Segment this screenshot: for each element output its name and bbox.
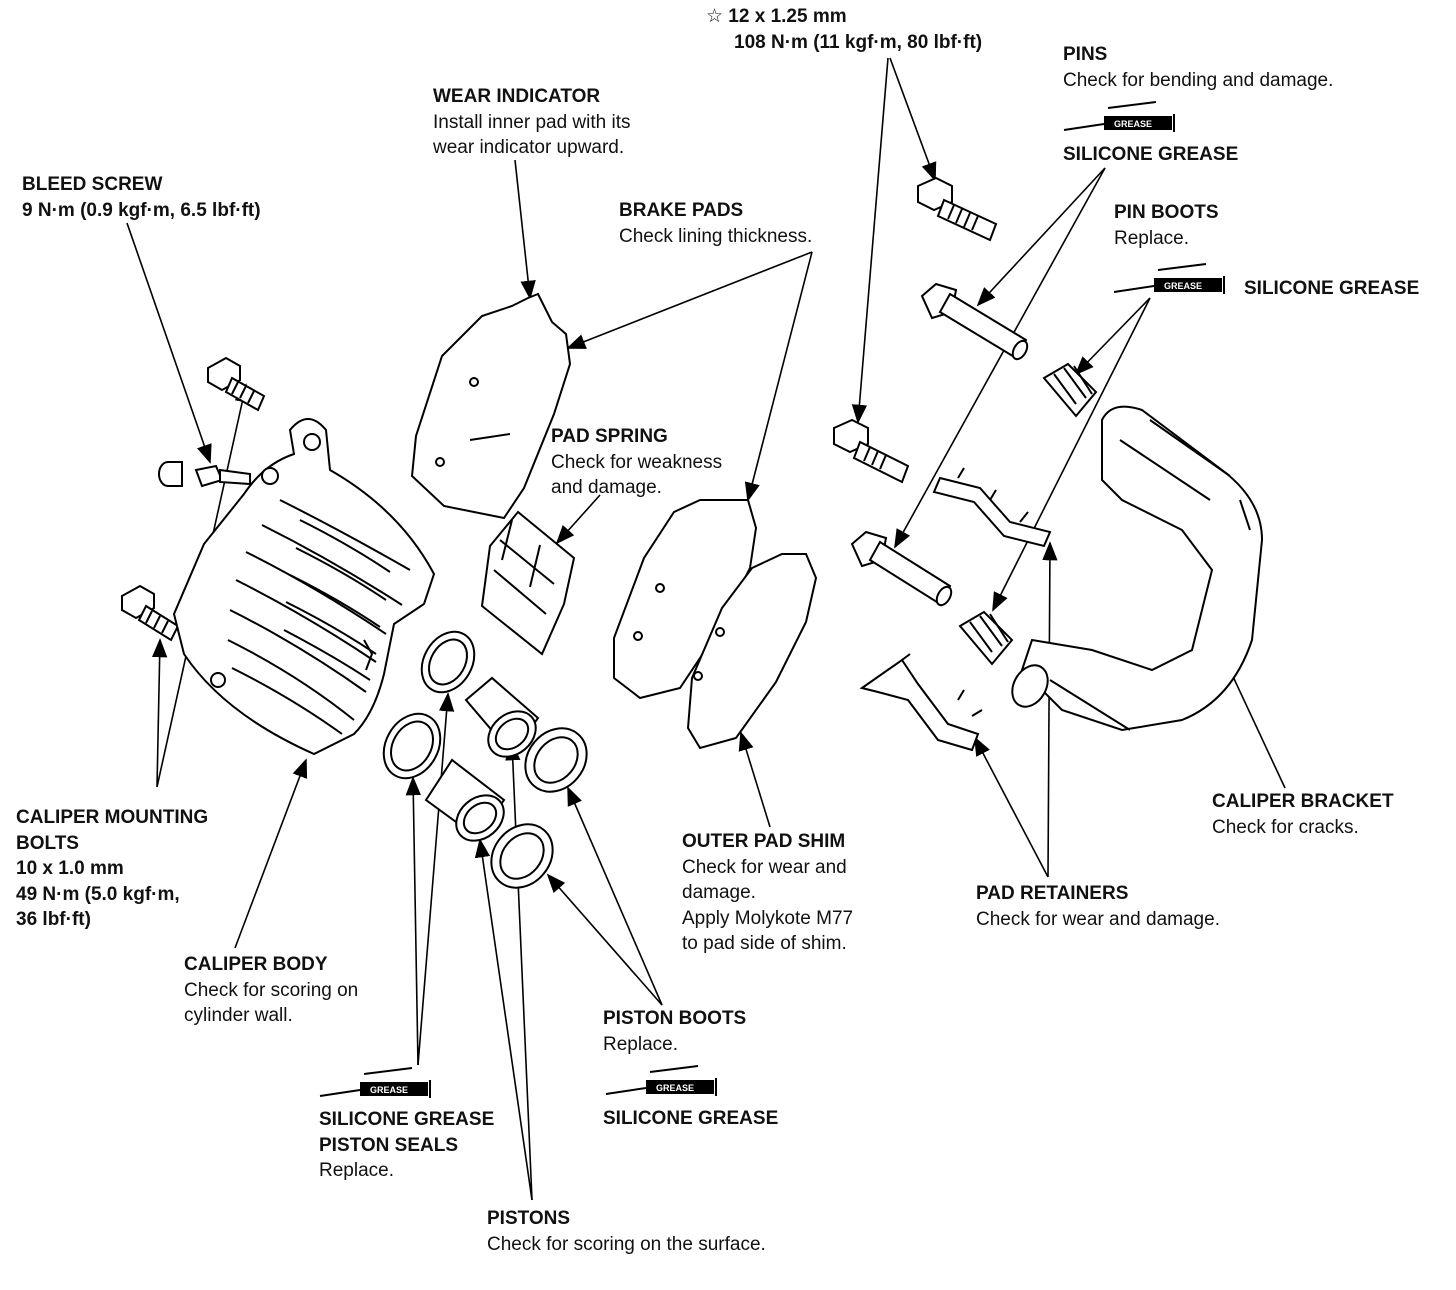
pin-lower [850, 530, 953, 607]
piston-seal-upper [420, 630, 476, 694]
leader-piston-seal-2 [405, 776, 421, 1066]
label-pin-boots: PIN BOOTS Replace. [1114, 202, 1219, 249]
parts [121, 176, 1264, 889]
leader-bleed-screw [126, 222, 212, 464]
label-outer-pad-shim: OUTER PAD SHIM Check for wear and damage… [682, 831, 854, 954]
piston-seal-lower [382, 712, 442, 780]
label-pad-retainers: PAD RETAINERS Check for wear and damage. [976, 883, 1220, 930]
caliper-mounting-bolt-lower [121, 584, 180, 642]
pin-upper [920, 282, 1029, 361]
leader-caliper-body [234, 758, 308, 949]
leader-pad-spring [555, 494, 601, 545]
pin-boot-lower [958, 610, 1014, 666]
label-torque-top: ☆ 12 x 1.25 mm 108 N·m (11 kgf·m, 80 lbf… [706, 6, 983, 53]
leader-wear-indicator [514, 159, 536, 300]
grease-icon: GREASE [1113, 263, 1225, 294]
label-caliper-mounting-bolts: CALIPER MOUNTING BOLTS 10 x 1.0 mm 49 N·… [16, 807, 209, 930]
caliper-bracket-part [1011, 405, 1264, 732]
leader-pins-2 [894, 167, 1106, 549]
pad-retainer-lower [859, 653, 983, 752]
svg-text:GREASE: GREASE [1114, 119, 1152, 129]
leader-piston-1 [505, 741, 533, 1201]
piston-upper [464, 676, 540, 758]
leader-piston-seal-1 [417, 692, 455, 1066]
label-pins-grease: SILICONE GREASE [1063, 144, 1239, 165]
svg-text:GREASE: GREASE [1164, 281, 1202, 291]
leader-torque-1 [889, 57, 937, 182]
label-pins: PINS Check for bending and damage. [1063, 44, 1334, 91]
piston-boot-upper [524, 727, 588, 793]
leader-piston-boot-2 [546, 873, 663, 1006]
leader-pad-retainer-2 [974, 736, 1049, 878]
leader-torque-2 [851, 57, 889, 424]
leader-pin-boots-2 [992, 297, 1151, 612]
brake-pad-outer [613, 499, 758, 700]
label-piston-boots: PISTON BOOTS Replace. [603, 1008, 747, 1055]
leader-piston-2 [474, 838, 533, 1201]
pad-retainer-upper [932, 467, 1052, 548]
label-piston-seals: SILICONE GREASE PISTON SEALS Replace. [319, 1109, 495, 1181]
bleed-screw-cap [158, 461, 183, 487]
label-caliper-bracket: CALIPER BRACKET Check for cracks. [1212, 791, 1394, 838]
label-pad-spring: PAD SPRING Check for weakness and damage… [551, 426, 723, 498]
brake-pad-inner [410, 292, 572, 520]
outer-pad-shim-part [686, 553, 818, 750]
leader-pin-boots-1 [1074, 297, 1151, 376]
label-bleed-screw: BLEED SCREW 9 N·m (0.9 kgf·m, 6.5 lbf·ft… [22, 174, 261, 221]
label-wear-indicator: WEAR INDICATOR Install inner pad with it… [433, 86, 631, 158]
label-pin-boots-grease: SILICONE GREASE [1244, 278, 1420, 299]
pad-spring-part [480, 510, 576, 656]
label-piston-boots-grease: SILICONE GREASE [603, 1108, 779, 1129]
bracket-bolt-upper [917, 176, 998, 242]
label-brake-pads: BRAKE PADS Check lining thickness. [619, 200, 813, 247]
leader-piston-boot-1 [567, 786, 663, 1006]
leader-brake-pad-outer [744, 251, 813, 502]
leader-pad-retainer-1 [1042, 541, 1058, 878]
grease-icon: GREASE [319, 1067, 431, 1098]
bleed-screw-part [194, 464, 251, 488]
leader-pins-1 [976, 167, 1106, 307]
caliper-mounting-bolt-upper [207, 356, 266, 412]
leader-bolt-1 [151, 638, 168, 788]
piston-boot-lower [490, 823, 554, 889]
grease-icon: GREASE [1063, 101, 1175, 132]
caliper-body-part [172, 418, 436, 756]
svg-text:GREASE: GREASE [370, 1085, 408, 1095]
label-caliper-body: CALIPER BODY Check for scoring on cylind… [184, 954, 359, 1026]
label-pistons: PISTONS Check for scoring on the surface… [487, 1208, 766, 1255]
svg-text:GREASE: GREASE [656, 1083, 694, 1093]
pin-boot-upper [1042, 362, 1098, 418]
leader-brake-pad-inner [566, 251, 813, 349]
bracket-bolt-lower [833, 418, 910, 484]
piston-lower [424, 758, 506, 842]
leader-outer-pad-shim [738, 731, 771, 828]
grease-icon: GREASE [605, 1065, 717, 1096]
